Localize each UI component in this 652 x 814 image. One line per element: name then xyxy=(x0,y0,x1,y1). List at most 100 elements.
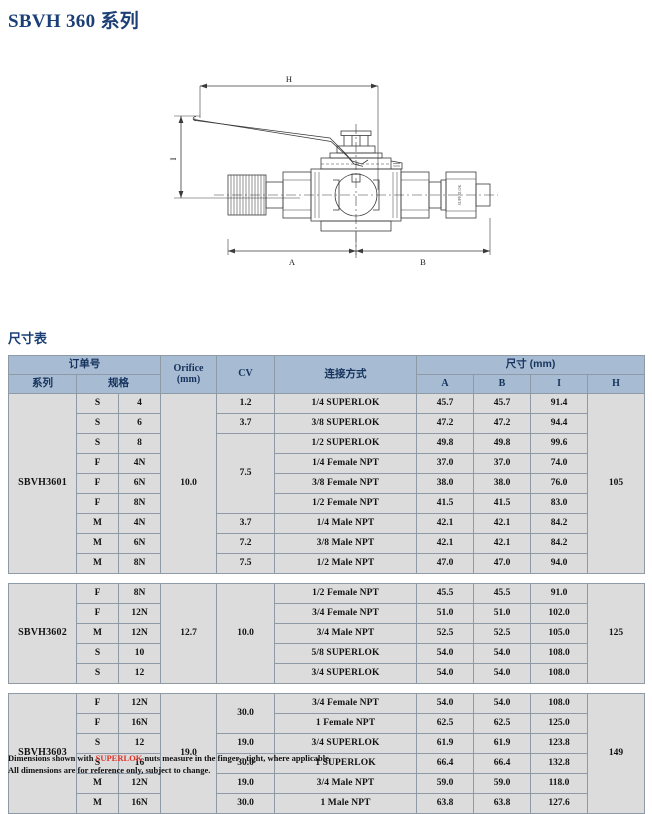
cell-dim-b: 41.5 xyxy=(473,493,532,514)
cell-spec-type: F xyxy=(76,693,119,714)
cell-dim-a: 45.7 xyxy=(416,393,475,414)
cell-spec-type: S xyxy=(76,643,119,664)
footnote-1-highlight: SUPERLOK xyxy=(95,753,143,763)
footnote-line-2: All dimensions are for reference only, s… xyxy=(8,765,211,776)
cell-spec-type: F xyxy=(76,453,119,474)
cell-series: SBVH3602 xyxy=(8,583,77,684)
cell-dim-a: 59.0 xyxy=(416,773,475,794)
cell-connection: 3/8 SUPERLOK xyxy=(274,413,418,434)
header-series: 系列 xyxy=(8,374,77,394)
ball-valve-drawing: H I A B SUPERLOK xyxy=(0,58,652,303)
cell-dim-b: 54.0 xyxy=(473,693,532,714)
header-orifice: Orifice (mm) xyxy=(160,355,218,394)
cell-cv: 30.0 xyxy=(216,793,276,814)
header-cv: CV xyxy=(216,355,276,394)
cell-connection: 1 Male NPT xyxy=(274,793,418,814)
cell-dim-a: 66.4 xyxy=(416,753,475,774)
cell-dim-i: 94.0 xyxy=(530,553,589,574)
cell-spec-size: 6N xyxy=(117,533,162,554)
header-orifice-unit: (mm) xyxy=(176,373,201,385)
cell-spec-size: 12N xyxy=(117,603,162,624)
cell-spec-type: S xyxy=(76,733,119,754)
cell-dim-b: 47.2 xyxy=(473,413,532,434)
header-order-no: 订单号 xyxy=(7,355,162,375)
cell-dim-a: 54.0 xyxy=(416,663,475,684)
cell-dim-b: 47.0 xyxy=(473,553,532,574)
cell-dim-b: 37.0 xyxy=(473,453,532,474)
cell-dim-b: 49.8 xyxy=(473,433,532,454)
cell-spec-size: 12N xyxy=(117,623,162,644)
cell-spec-size: 12 xyxy=(117,733,162,754)
cell-spec-size: 6N xyxy=(117,473,162,494)
cell-connection: 3/4 Female NPT xyxy=(274,603,418,624)
cell-spec-size: 8N xyxy=(117,583,162,604)
cell-spec-size: 8N xyxy=(117,553,162,574)
cell-spec-type: F xyxy=(76,473,119,494)
cell-dim-a: 49.8 xyxy=(416,433,475,454)
cell-cv: 19.0 xyxy=(216,733,276,754)
cell-dim-b: 63.8 xyxy=(473,793,532,814)
table-head: 订单号 Orifice (mm) CV 连接方式 尺寸 (mm) 系列 规格 A… xyxy=(7,355,646,394)
cell-dim-b: 52.5 xyxy=(473,623,532,644)
header-connection: 连接方式 xyxy=(274,355,418,394)
cell-spec-size: 6 xyxy=(117,413,162,434)
cell-dim-i: 74.0 xyxy=(530,453,589,474)
cell-spec-type: M xyxy=(76,533,119,554)
cell-dim-a: 42.1 xyxy=(416,533,475,554)
cell-orifice: 12.7 xyxy=(160,583,218,684)
cell-dim-i: 91.4 xyxy=(530,393,589,414)
cell-series: SBVH3601 xyxy=(8,393,77,574)
dimension-label-b: B xyxy=(420,257,426,267)
header-dim-a: A xyxy=(416,374,475,394)
cell-spec-type: S xyxy=(76,663,119,684)
cell-connection: 1/2 SUPERLOK xyxy=(274,433,418,454)
cell-dim-a: 63.8 xyxy=(416,793,475,814)
cell-spec-type: M xyxy=(76,623,119,644)
cell-dim-i: 132.8 xyxy=(530,753,589,774)
cell-dim-b: 42.1 xyxy=(473,533,532,554)
cell-spec-size: 12N xyxy=(117,693,162,714)
cell-spec-size: 16N xyxy=(117,793,162,814)
cell-dim-i: 127.6 xyxy=(530,793,589,814)
header-orifice-label: Orifice xyxy=(173,363,204,374)
cell-dim-h: 125 xyxy=(587,583,646,684)
cell-dim-b: 66.4 xyxy=(473,753,532,774)
cell-spec-type: F xyxy=(76,713,119,734)
cell-dim-i: 83.0 xyxy=(530,493,589,514)
footnote-1-pre: Dimensions shown with xyxy=(8,753,96,763)
cell-dim-a: 45.5 xyxy=(416,583,475,604)
footnotes: Dimensions shown with SUPERLOK nuts meas… xyxy=(8,752,331,777)
cell-dim-b: 54.0 xyxy=(473,663,532,684)
cell-dim-a: 62.5 xyxy=(416,713,475,734)
cell-dim-i: 105.0 xyxy=(530,623,589,644)
cell-dim-a: 41.5 xyxy=(416,493,475,514)
header-dim-b: B xyxy=(473,374,532,394)
cell-dim-b: 62.5 xyxy=(473,713,532,734)
dimension-label-i: I xyxy=(168,157,178,160)
cell-dim-h: 149 xyxy=(587,693,646,814)
cell-spec-type: F xyxy=(76,603,119,624)
header-row-top: 订单号 Orifice (mm) CV 连接方式 尺寸 (mm) xyxy=(7,355,646,394)
cell-dim-i: 99.6 xyxy=(530,433,589,454)
dimension-label-h: H xyxy=(286,74,292,84)
cell-dim-a: 38.0 xyxy=(416,473,475,494)
cell-cv: 30.0 xyxy=(216,693,276,734)
cell-connection: 3/4 Male NPT xyxy=(274,623,418,644)
cell-cv: 1.2 xyxy=(216,393,276,414)
cell-connection: 1 SUPERLOK xyxy=(274,753,418,774)
section-heading-dimension-table: 尺寸表 xyxy=(8,331,48,346)
cell-spec-size: 12 xyxy=(117,663,162,684)
cell-spec-size: 8N xyxy=(117,493,162,514)
dimension-table: 订单号 Orifice (mm) CV 连接方式 尺寸 (mm) 系列 规格 A… xyxy=(7,355,646,814)
cell-dim-a: 51.0 xyxy=(416,603,475,624)
cell-dim-b: 38.0 xyxy=(473,473,532,494)
cell-spec-size: 4N xyxy=(117,513,162,534)
cell-dim-b: 45.7 xyxy=(473,393,532,414)
cell-spec-type: S xyxy=(76,753,119,774)
